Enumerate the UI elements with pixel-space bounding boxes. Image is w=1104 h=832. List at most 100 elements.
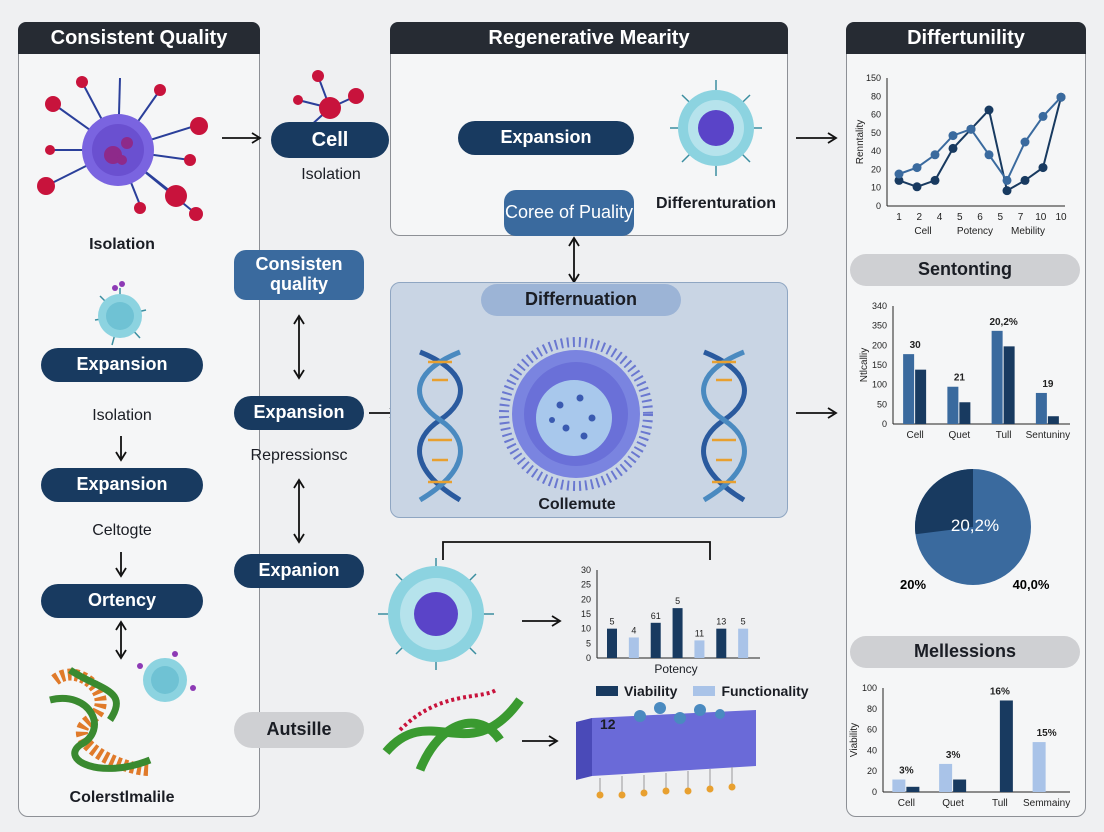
differentiated-cell-icon [670, 80, 762, 176]
data-label: 30 [910, 340, 922, 351]
y-tick-label: 20 [871, 164, 881, 174]
data-point [894, 169, 904, 179]
expanion-pill[interactable]: Expanion [234, 554, 364, 588]
y-tick-label: 200 [872, 340, 887, 350]
protein-fiber-icon [382, 688, 524, 772]
y-tick-label: 30 [581, 565, 591, 575]
left-panel-title: Consistent Quality [18, 22, 260, 54]
y-tick-label: 0 [876, 201, 881, 211]
x-tick-label: 5 [957, 212, 963, 223]
y-tick-label: 80 [871, 91, 881, 101]
x-tick-label: 10 [1035, 212, 1047, 223]
y-tick-label: 50 [877, 399, 887, 409]
large-cell-icon [499, 337, 653, 491]
x-axis-label: Mebility [1011, 226, 1045, 237]
mellessions-pill: Mellessions [850, 636, 1080, 668]
potency-legend: Viability Functionality [596, 683, 809, 699]
y-tick-label: 50 [871, 128, 881, 138]
expansion-pill-left-2[interactable]: Expansion [41, 468, 203, 502]
data-label: 11 [695, 628, 704, 638]
y-axis-label: Ntlcalliy [859, 348, 870, 382]
core-of-quality-pill[interactable]: Coree of Puality [504, 190, 634, 236]
left-bottom-caption: Colerstlmalile [69, 789, 175, 806]
sentonting-pill: Sentonting [850, 254, 1080, 286]
bar [628, 637, 639, 658]
dna-helix-icon-right [701, 349, 747, 503]
x-tick-label: 2 [916, 212, 922, 223]
y-tick-label: 350 [872, 321, 887, 331]
isolation-text: Isolation [92, 407, 152, 424]
x-tick-label: 1 [896, 212, 902, 223]
expansion-pill-top[interactable]: Expansion [458, 121, 634, 155]
y-axis-label: Renntality [855, 120, 866, 164]
differentiation-caption: Differenturation [656, 195, 776, 212]
legend-label-functionality: Functionality [721, 683, 809, 699]
data-label: 15% [1037, 728, 1057, 739]
data-label: 5 [741, 617, 746, 627]
molecule-icon [293, 70, 364, 129]
ortency-pill[interactable]: Ortency [41, 584, 203, 618]
data-point [912, 163, 922, 173]
y-tick-label: 10 [871, 183, 881, 193]
autsille-pill[interactable]: Autsille [234, 712, 364, 748]
data-label: 3% [899, 766, 914, 777]
bar [650, 622, 661, 658]
bar [939, 763, 953, 792]
bar [947, 386, 959, 424]
bar [607, 628, 617, 658]
data-point [984, 150, 994, 160]
y-tick-label: 40 [867, 745, 877, 755]
x-tick-label: 7 [1018, 212, 1024, 223]
x-tick-label: 5 [997, 212, 1003, 223]
dna-helix-icon-left [417, 349, 463, 503]
pie-label: 20% [900, 577, 926, 592]
expansion-pill-middle[interactable]: Expansion [234, 396, 364, 430]
data-point [948, 143, 958, 153]
x-tick-label: 10 [1055, 212, 1067, 223]
y-tick-label: 0 [586, 653, 591, 663]
cell-pill[interactable]: Cell [271, 122, 389, 158]
potency-axis-label: Potency [654, 662, 698, 676]
bar [999, 700, 1013, 792]
y-axis-label: Viability [849, 723, 860, 757]
small-stem-cell-icon [137, 651, 196, 702]
scaffold-label: 12 [600, 716, 616, 732]
data-point [948, 131, 958, 141]
legend-swatch-viability [596, 686, 618, 696]
data-label: 21 [954, 373, 966, 384]
data-label: 19 [1042, 379, 1054, 390]
y-tick-label: 40 [871, 146, 881, 156]
data-point [1020, 175, 1030, 185]
series-line [898, 96, 1062, 193]
celtogte-text: Celtogte [92, 522, 152, 539]
legend-viability: Viability [596, 683, 677, 699]
data-label: 3% [946, 750, 961, 761]
x-tick-label: 4 [937, 212, 943, 223]
x-axis-label: Potency [957, 226, 993, 237]
y-tick-label: 15 [581, 609, 591, 619]
pie-slice [915, 469, 973, 535]
repressionsc-text: Repressionsc [250, 447, 348, 464]
data-point [1002, 186, 1012, 196]
bar [892, 779, 906, 792]
legend-label-viability: Viability [624, 683, 678, 699]
data-point [1038, 111, 1048, 121]
left-flow-arrows [115, 436, 127, 660]
x-tick-label: Semmainy [1023, 798, 1070, 809]
cell-isolation-text: Isolation [301, 166, 361, 183]
x-tick-label: 6 [977, 212, 983, 223]
y-tick-label: 80 [867, 704, 877, 714]
y-tick-label: 150 [866, 73, 881, 83]
right-panel-title: Differtunility [846, 22, 1086, 54]
bar [953, 779, 967, 792]
expansion-pill-left-1[interactable]: Expansion [41, 348, 203, 382]
data-point [1056, 92, 1066, 102]
consisten-quality-pill[interactable]: Consisten quality [234, 250, 364, 300]
y-tick-label: 150 [872, 360, 887, 370]
